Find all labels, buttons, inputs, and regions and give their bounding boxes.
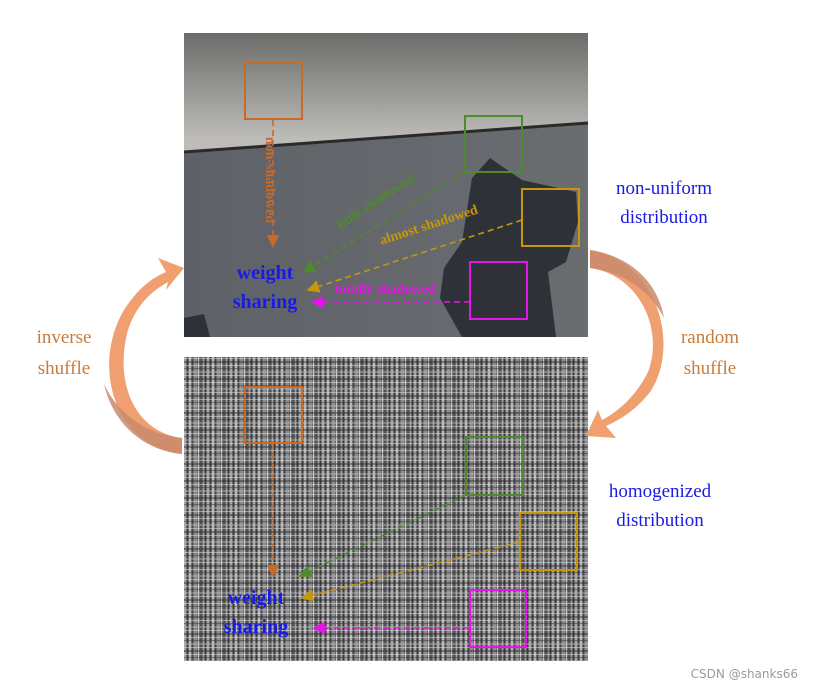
shuffle-label-left: shuffle bbox=[38, 358, 90, 379]
top-sharing-label: sharing bbox=[233, 291, 297, 313]
random-label: random bbox=[681, 327, 739, 348]
top-photo-panel: non-shadowed little shadowed almost shad… bbox=[184, 33, 588, 337]
label-non-shadowed: non-shadowed bbox=[262, 137, 277, 224]
top-weight-label: weight bbox=[237, 262, 294, 284]
inverse-label: inverse bbox=[37, 327, 92, 348]
bottom-weight-label: weight bbox=[228, 587, 285, 609]
shuffle-label-right: shuffle bbox=[684, 358, 736, 379]
homogenized-label: homogenized bbox=[609, 481, 712, 502]
label-totally-shadowed: totally shadowed bbox=[335, 282, 436, 297]
inverse-shuffle-arrow bbox=[104, 258, 184, 454]
distribution-label-bottom: distribution bbox=[616, 510, 704, 531]
random-shuffle-arrow bbox=[586, 250, 664, 438]
non-uniform-label: non-uniform bbox=[616, 178, 712, 199]
bottom-sharing-label: sharing bbox=[224, 616, 288, 638]
distribution-label-top: distribution bbox=[620, 207, 708, 228]
watermark: CSDN @shanks66 bbox=[691, 667, 798, 681]
bottom-shuffled-panel: weight sharing bbox=[184, 357, 588, 661]
